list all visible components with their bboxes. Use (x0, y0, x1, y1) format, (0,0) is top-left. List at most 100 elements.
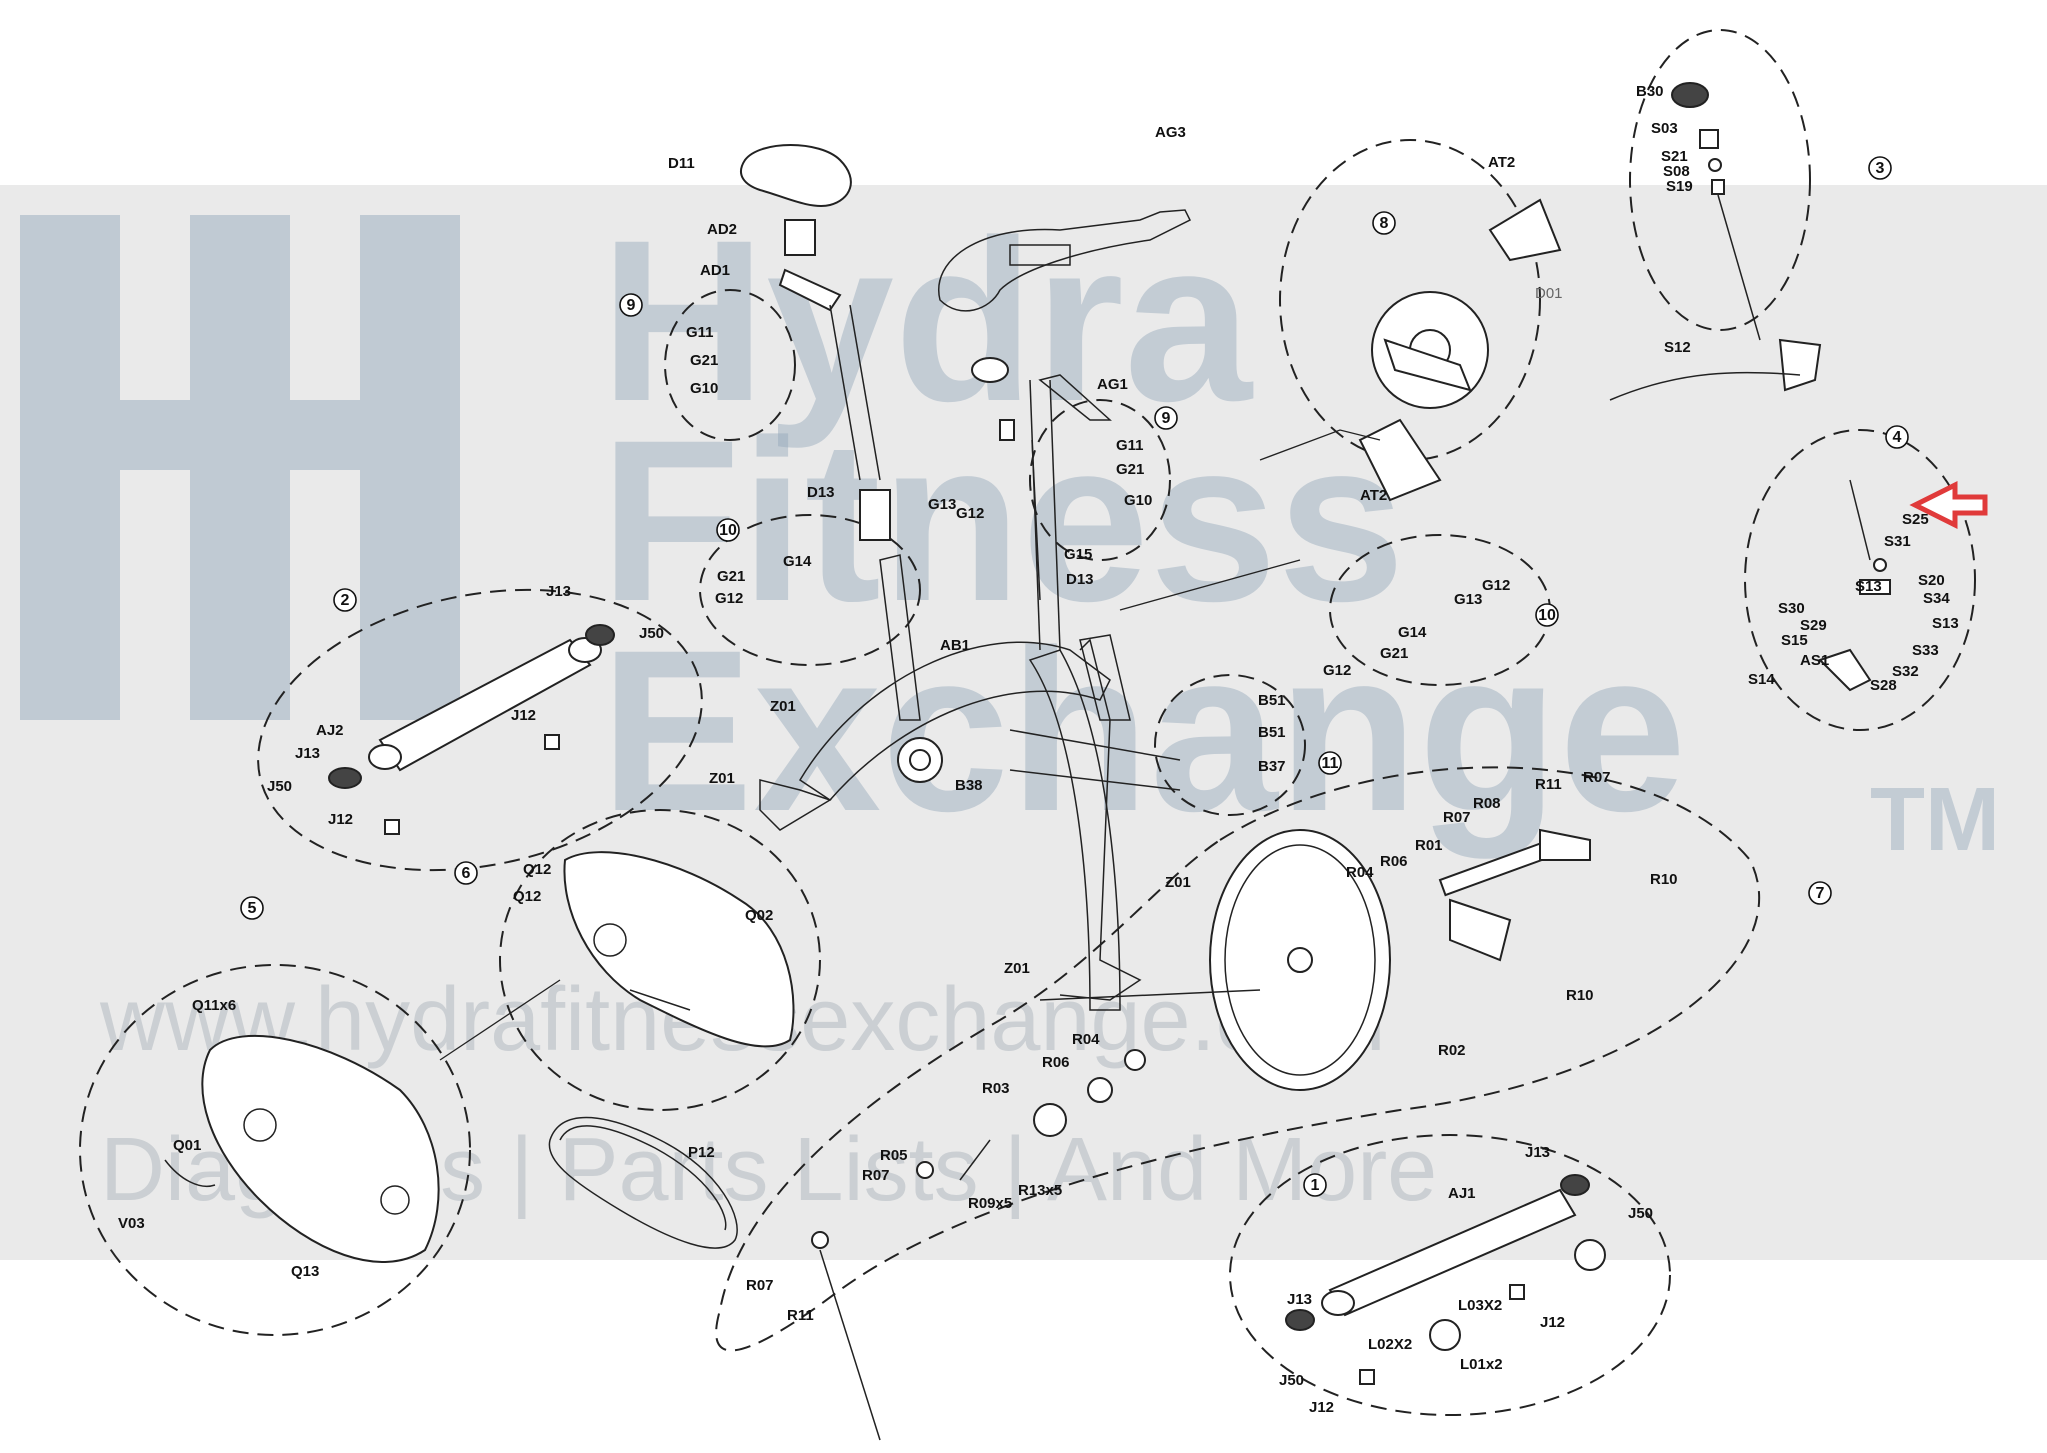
part-label-g21c: G21 (717, 568, 745, 585)
part-label-s08: S08 (1663, 163, 1690, 180)
group-number-9: 9 (627, 297, 636, 314)
group-number-6: 6 (462, 865, 471, 882)
watermark-line3: Exchange (600, 602, 1687, 859)
group-number-5: 5 (248, 900, 257, 917)
group-marker-circle (1303, 1173, 1327, 1197)
part-labels: D11AD2AD1AG3AG1AB1AT2AT2D01D13D13G11G21G… (118, 83, 1959, 1416)
part-label-l02x2: L02X2 (1368, 1336, 1412, 1353)
group-marker-circle (333, 588, 357, 612)
part-label-s30: S30 (1778, 600, 1805, 617)
part-label-d11: D11 (668, 155, 695, 172)
part-label-r03: R03 (982, 1080, 1010, 1097)
tension-column (1609, 82, 1822, 401)
part-label-s34: S34 (1923, 590, 1950, 607)
group-number-9: 9 (1162, 410, 1171, 427)
group-marker-circle (454, 861, 478, 885)
part-label-r07d: R07 (746, 1277, 774, 1294)
part-label-r02: R02 (1438, 1042, 1466, 1059)
part-label-g12a: G12 (956, 505, 984, 522)
part-label-q13: Q13 (291, 1263, 319, 1280)
part-label-b51b: B51 (1258, 724, 1286, 741)
part-label-j13d: J13 (1287, 1291, 1312, 1308)
part-label-q12a: Q12 (523, 861, 551, 878)
part-label-g10a: G10 (690, 380, 718, 397)
part-label-g13a: G13 (928, 496, 956, 513)
part-label-r04a: R04 (1346, 864, 1374, 881)
crank-assembly (1358, 198, 1562, 502)
part-label-l03x2: L03X2 (1458, 1297, 1502, 1314)
part-label-g12c: G12 (1482, 577, 1510, 594)
part-label-ad2: AD2 (707, 221, 737, 238)
group-connectors (439, 429, 1381, 1061)
group-number-10: 10 (719, 522, 737, 539)
brake-assembly (1818, 479, 1891, 692)
group-marker-circle (1318, 751, 1342, 775)
part-label-r06b: R06 (1042, 1054, 1070, 1071)
group-number-10: 10 (1538, 607, 1556, 624)
part-label-j50c: J50 (1628, 1205, 1653, 1222)
part-label-j12d: J12 (1309, 1399, 1334, 1416)
part-label-s19: S19 (1666, 178, 1693, 195)
part-label-s32: S32 (1892, 663, 1919, 680)
part-label-r07a: R07 (1583, 769, 1611, 786)
flywheel (1039, 828, 1591, 1091)
part-label-j13c: J13 (1525, 1144, 1550, 1161)
front-stabilizer (328, 624, 615, 835)
part-label-q01: Q01 (173, 1137, 201, 1154)
part-label-q02: Q02 (745, 907, 773, 924)
part-label-s13: S13 (1855, 578, 1882, 595)
part-label-s03: S03 (1651, 120, 1678, 137)
part-label-j13a: J13 (546, 583, 571, 600)
group-number-8: 8 (1380, 215, 1389, 232)
part-label-g14b: G14 (1398, 624, 1427, 641)
part-label-r01: R01 (1415, 837, 1443, 854)
part-label-at2a: AT2 (1488, 154, 1515, 171)
part-label-s29: S29 (1800, 617, 1827, 634)
part-label-g12b: G12 (715, 590, 743, 607)
part-label-s14: S14 (1748, 671, 1775, 688)
part-label-b37: B37 (1258, 758, 1286, 775)
part-label-z01b: Z01 (709, 770, 735, 787)
watermark-trademark: TM (1870, 770, 2000, 870)
part-label-j12c: J12 (1540, 1314, 1565, 1331)
group-marker-circle (716, 518, 740, 542)
part-label-b30: B30 (1636, 83, 1664, 100)
seat-assembly (740, 144, 891, 541)
watermark-line1: Hydra (600, 192, 1254, 449)
part-label-z01d: Z01 (1004, 960, 1030, 977)
part-label-j13b: J13 (295, 745, 320, 762)
watermark-logo (20, 215, 460, 720)
chain-cover (164, 1034, 440, 1263)
part-label-r08: R08 (1473, 795, 1501, 812)
belt-drive (548, 1049, 1146, 1441)
part-label-g11a: G11 (686, 324, 714, 341)
part-label-g12d: G12 (1323, 662, 1351, 679)
part-label-r10b: R10 (1566, 987, 1594, 1004)
group-number-7: 7 (1816, 885, 1825, 902)
group-marker-circle (1808, 881, 1832, 905)
part-label-s20: S20 (1918, 572, 1945, 589)
group-number-4: 4 (1893, 429, 1902, 446)
part-label-aj2: AJ2 (316, 722, 344, 739)
part-label-g15: G15 (1064, 546, 1092, 563)
group-marker-circle (1885, 425, 1909, 449)
group-number-3: 3 (1876, 160, 1885, 177)
part-label-j50a: J50 (639, 625, 664, 642)
group-marker-circle (619, 293, 643, 317)
part-label-z01c: Z01 (1165, 874, 1191, 891)
part-label-d13a: D13 (807, 484, 835, 501)
part-label-p12: P12 (688, 1144, 715, 1161)
part-label-aj1: AJ1 (1448, 1185, 1476, 1202)
part-label-g21d: G21 (1380, 645, 1408, 662)
part-label-b51a: B51 (1258, 692, 1286, 709)
part-label-r10a: R10 (1650, 871, 1678, 888)
part-label-g21b: G21 (1116, 461, 1144, 478)
part-label-ag1: AG1 (1097, 376, 1128, 393)
group-marker-circle (1868, 156, 1892, 180)
part-label-r11b: R11 (787, 1307, 814, 1324)
part-label-z01a: Z01 (770, 698, 796, 715)
part-label-j12a: J12 (511, 707, 536, 724)
